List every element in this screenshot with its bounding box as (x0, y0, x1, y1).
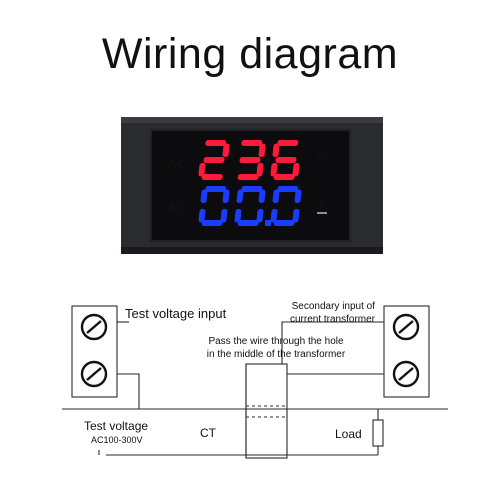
ct-label: CT (200, 426, 217, 440)
segment (236, 189, 244, 204)
voltage-range-label: AC100-300V (91, 435, 143, 445)
right-terminal-block (383, 305, 430, 398)
segment (270, 163, 278, 177)
segment (270, 209, 278, 223)
current-unit-label: A (317, 197, 327, 212)
segment (237, 220, 259, 226)
test-voltage-input-label: Test voltage input (125, 306, 227, 321)
decimal-point (265, 220, 271, 226)
wiring-lines (62, 305, 448, 459)
load-resistor (372, 419, 384, 447)
segment (292, 209, 300, 223)
screw-icon (80, 313, 108, 341)
segment (273, 174, 295, 180)
current-transformer (245, 363, 288, 459)
screw-terminals (80, 313, 420, 388)
segment (272, 143, 280, 158)
pass-wire-label-2: in the middle of the transformer (207, 349, 346, 360)
seven-segment-digit (198, 140, 230, 180)
secondary-input-label-1: Secondary input of (292, 301, 376, 312)
segment (273, 220, 295, 226)
row2-prefix-label: AC (168, 200, 187, 215)
seven-segment-digit (234, 186, 266, 226)
voltage-readout (198, 140, 300, 180)
segment (234, 209, 242, 223)
segment (256, 209, 264, 223)
secondary-input-label-2: current transformer (290, 314, 376, 325)
current-readout (198, 186, 302, 226)
segment (241, 140, 263, 146)
segment (277, 140, 299, 146)
row1-prefix-label: AC (168, 156, 187, 171)
segment (237, 174, 259, 180)
segment (292, 163, 300, 177)
meter: AC AC V ~ A (121, 117, 383, 254)
voltage-unit-label: V (318, 151, 327, 166)
seven-segment-digit (237, 140, 266, 180)
segment (241, 186, 263, 192)
segment (258, 143, 266, 158)
segment (201, 220, 223, 226)
left-terminal-block (71, 305, 118, 398)
seven-segment-digit (270, 140, 300, 180)
pass-wire-label-1: Pass the wire through the hole (208, 336, 344, 347)
screw-icon (80, 360, 108, 388)
segment (205, 140, 227, 146)
segment (272, 189, 280, 204)
segment (277, 186, 299, 192)
segment (203, 157, 225, 163)
screw-icon (392, 360, 420, 388)
segment (239, 157, 261, 163)
segment (275, 157, 297, 163)
screw-icon (392, 313, 420, 341)
test-voltage-label: Test voltage (84, 419, 148, 433)
segment (220, 209, 228, 223)
load-label: Load (335, 427, 362, 441)
segment (205, 186, 227, 192)
segment (198, 209, 206, 223)
segment (200, 189, 208, 204)
seven-segment-digit (270, 186, 302, 226)
segment (222, 189, 230, 204)
segment (256, 163, 264, 177)
ac-wave-icon: ~ (319, 167, 326, 179)
seven-segment-digit (198, 186, 230, 226)
segment (222, 143, 230, 158)
segment (198, 163, 206, 177)
segment (258, 189, 266, 204)
segment (294, 189, 302, 204)
segment (201, 174, 223, 180)
page-title: Wiring diagram (101, 30, 399, 78)
